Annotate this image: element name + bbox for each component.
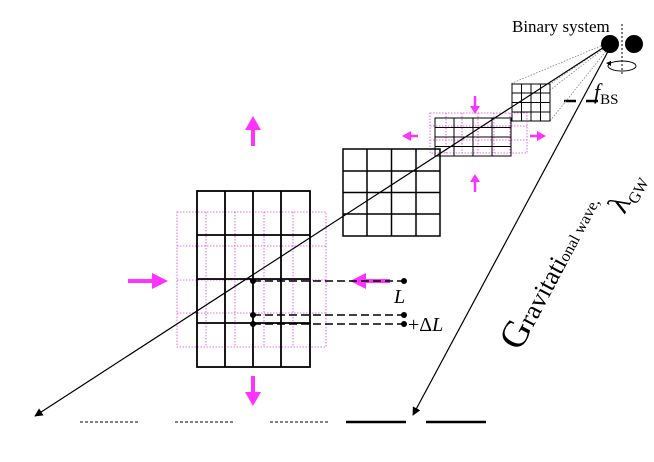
gravitational-wave-label: Gravitational wave, λGW	[491, 166, 654, 357]
strain-arrows-mid	[402, 96, 546, 192]
svg-text:λGW: λGW	[602, 166, 654, 220]
delta-length: L	[431, 314, 443, 336]
length-label: L	[393, 286, 405, 308]
binary-star-icon	[601, 24, 643, 76]
grid-strained-mid	[402, 96, 546, 192]
svg-text:Gravitational wave,: Gravitational wave,	[491, 186, 608, 356]
gw-mid: ravitati	[513, 252, 573, 331]
wavelength-baseline	[80, 99, 598, 424]
length-markers	[250, 278, 407, 327]
propagation-rays	[34, 41, 613, 417]
binary-system-label: Binary system	[512, 17, 610, 36]
f-subscript: BS	[600, 92, 618, 108]
delta-prefix: +Δ	[408, 314, 432, 336]
gw-tail: onal wave,	[556, 195, 604, 264]
f-symbol: f	[594, 79, 603, 104]
svg-text:fBS: fBS	[594, 79, 618, 108]
detector-grid	[128, 116, 390, 406]
rotation-arrow-icon	[606, 60, 637, 72]
svg-text:+ΔL: +ΔL	[408, 314, 443, 336]
strain-arrows-detector	[128, 116, 390, 406]
lambda-subscript: GW	[625, 175, 653, 207]
grid-near	[342, 148, 441, 237]
